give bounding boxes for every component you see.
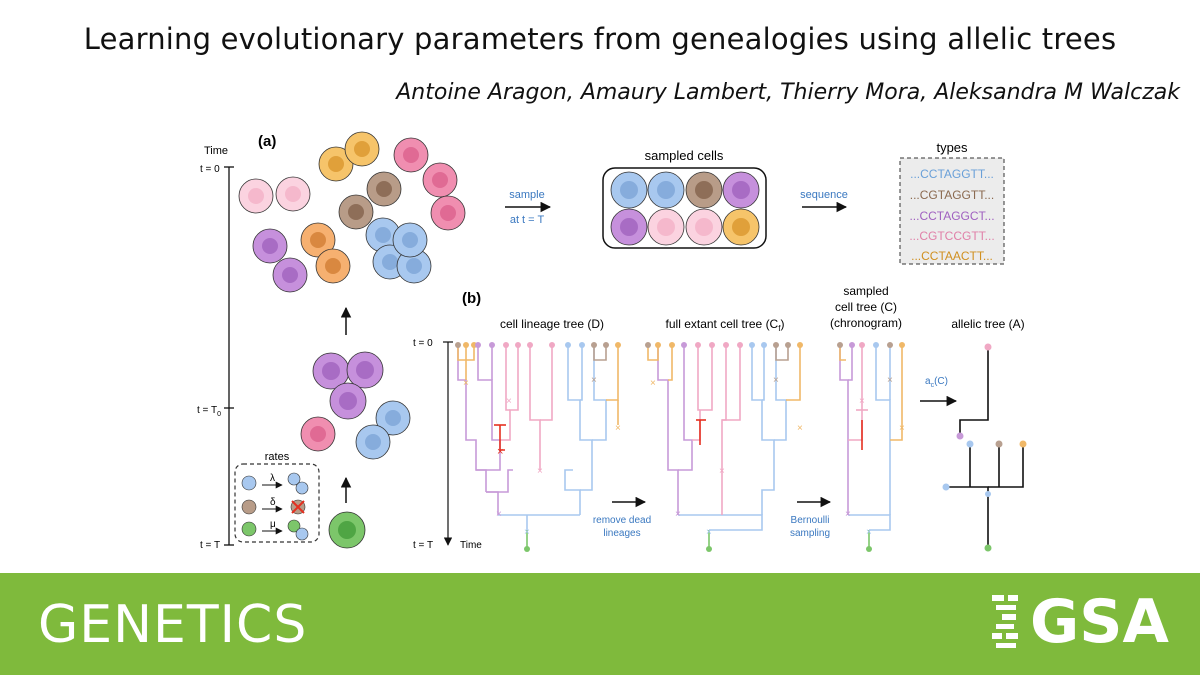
svg-text:×: × (524, 527, 530, 538)
tree-title-sampled-2: cell tree (C) (835, 300, 897, 314)
sequence-5: ...CCTAACTT... (911, 249, 993, 263)
sequence-2: ...CGTAGGTT... (910, 188, 994, 202)
svg-text:×: × (497, 446, 503, 458)
bernoulli-label-1: Bernoulli (791, 515, 830, 526)
svg-text:×: × (797, 423, 803, 434)
page-title: Learning evolutionary parameters from ge… (83, 22, 1117, 56)
allelic-tree (942, 343, 1027, 552)
cell-lineage-tree: × × × × × × × × (455, 342, 621, 552)
svg-text:×: × (615, 423, 621, 434)
sample-time-label: at t = T (510, 214, 545, 226)
svg-text:×: × (675, 509, 681, 520)
sampled-cells-box (602, 167, 767, 249)
tree-title-allelic: allelic tree (A) (951, 317, 1024, 331)
rates-box: rates λ δ μ (234, 451, 320, 543)
svg-text:×: × (706, 527, 712, 538)
svg-text:×: × (591, 375, 597, 386)
svg-text:×: × (845, 509, 851, 520)
mu-label: μ (270, 519, 276, 530)
tree-title-lineage: cell lineage tree (D) (500, 317, 604, 331)
svg-text:×: × (463, 378, 469, 389)
svg-text:×: × (887, 375, 893, 386)
tree-title-sampled-3: (chronogram) (830, 316, 902, 330)
sequence-1: ...CCTAGGTT... (910, 167, 994, 181)
dna-icon (992, 595, 1018, 648)
svg-text:×: × (899, 423, 905, 434)
sample-label: sample (509, 189, 544, 201)
panel-a-label: (a) (258, 133, 276, 150)
tree-t0-label: t = 0 (413, 338, 433, 349)
journal-name: GENETICS (38, 595, 308, 655)
remove-dead-label-1: remove dead (593, 515, 651, 526)
svg-text:×: × (773, 375, 779, 386)
svg-text:×: × (496, 509, 502, 520)
panel-b-label: (b) (462, 290, 481, 307)
tT0-label: t = T0 (197, 405, 221, 418)
society-logo-text: GSA (1030, 587, 1169, 657)
svg-text:×: × (506, 396, 512, 407)
delta-label: δ (270, 497, 276, 508)
time-axis-label: Time (204, 145, 228, 157)
journal-banner: GENETICS GSA (0, 573, 1200, 675)
svg-text:×: × (719, 466, 725, 477)
sampled-cell-tree: × × × × × (837, 342, 905, 552)
cell-population-t0-intermediate (300, 351, 411, 460)
remove-dead-label-2: lineages (603, 528, 640, 539)
rates-title: rates (265, 451, 290, 463)
tree-title-full: full extant cell tree (Cf) (666, 317, 785, 333)
tree-time-label: Time (460, 540, 482, 551)
full-extant-cell-tree: × × × × × × (645, 342, 803, 552)
svg-text:×: × (859, 396, 865, 407)
types-label: types (936, 140, 968, 155)
cell-population-t0 (238, 131, 466, 293)
initial-cell (328, 511, 366, 549)
svg-text:×: × (650, 378, 656, 389)
t0-label: t = 0 (200, 164, 220, 175)
author-list: Antoine Aragon, Amaury Lambert, Thierry … (396, 80, 1180, 105)
sampled-cells-label: sampled cells (645, 148, 724, 163)
tree-tT-label: t = T (413, 540, 433, 551)
svg-text:×: × (866, 527, 872, 538)
lambda-label: λ (270, 473, 275, 484)
svg-text:×: × (537, 466, 543, 477)
sequence-4: ...CGTCCGTT... (909, 229, 994, 243)
sequence-3: ...CCTAGGCT... (909, 209, 994, 223)
bernoulli-label-2: sampling (790, 528, 830, 539)
tT-label: t = T (200, 540, 220, 551)
sequence-label: sequence (800, 189, 848, 201)
figure: (a) Time t = 0 t = T0 t = T (197, 131, 1027, 552)
tree-title-sampled-1: sampled (843, 284, 888, 298)
allelic-map-label: ac(C) (925, 376, 948, 389)
types-box: ...CCTAGGTT... ...CGTAGGTT... ...CCTAGGC… (899, 157, 1005, 265)
